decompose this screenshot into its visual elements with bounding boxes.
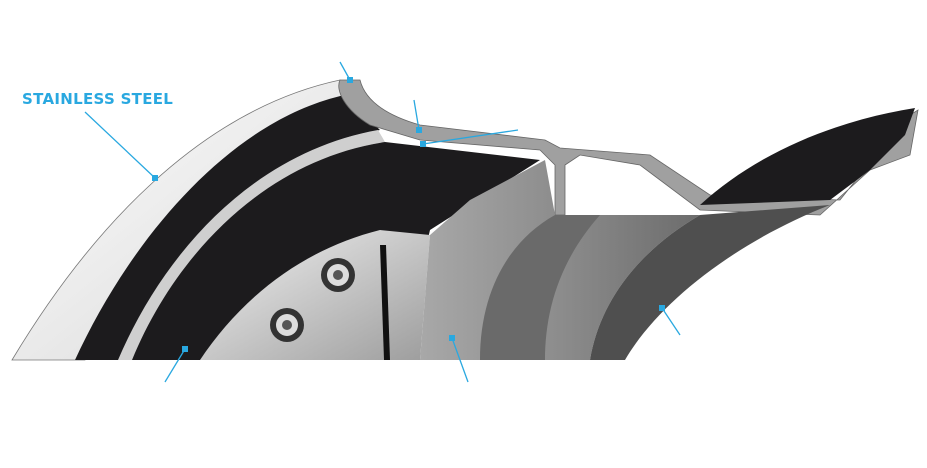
callout-markers bbox=[152, 77, 665, 352]
tire-lip bbox=[700, 108, 915, 205]
valve-stem bbox=[380, 245, 390, 360]
callout-marker bbox=[152, 175, 158, 181]
callout-marker bbox=[347, 77, 353, 83]
wheel-outer-flare bbox=[590, 205, 830, 360]
stainless-steel-label: STAINLESS STEEL bbox=[22, 90, 174, 108]
callout-marker bbox=[449, 335, 455, 341]
callout-marker bbox=[659, 305, 665, 311]
callout-marker bbox=[182, 346, 188, 352]
hub-disc bbox=[200, 230, 430, 360]
callout-marker bbox=[416, 127, 422, 133]
callout-marker bbox=[420, 141, 426, 147]
rim-bead bbox=[338, 79, 919, 216]
bolt-icon bbox=[321, 258, 355, 292]
wheel-inner-face bbox=[480, 215, 600, 360]
black-inner-band bbox=[75, 95, 380, 360]
bolt-icon bbox=[270, 308, 304, 342]
